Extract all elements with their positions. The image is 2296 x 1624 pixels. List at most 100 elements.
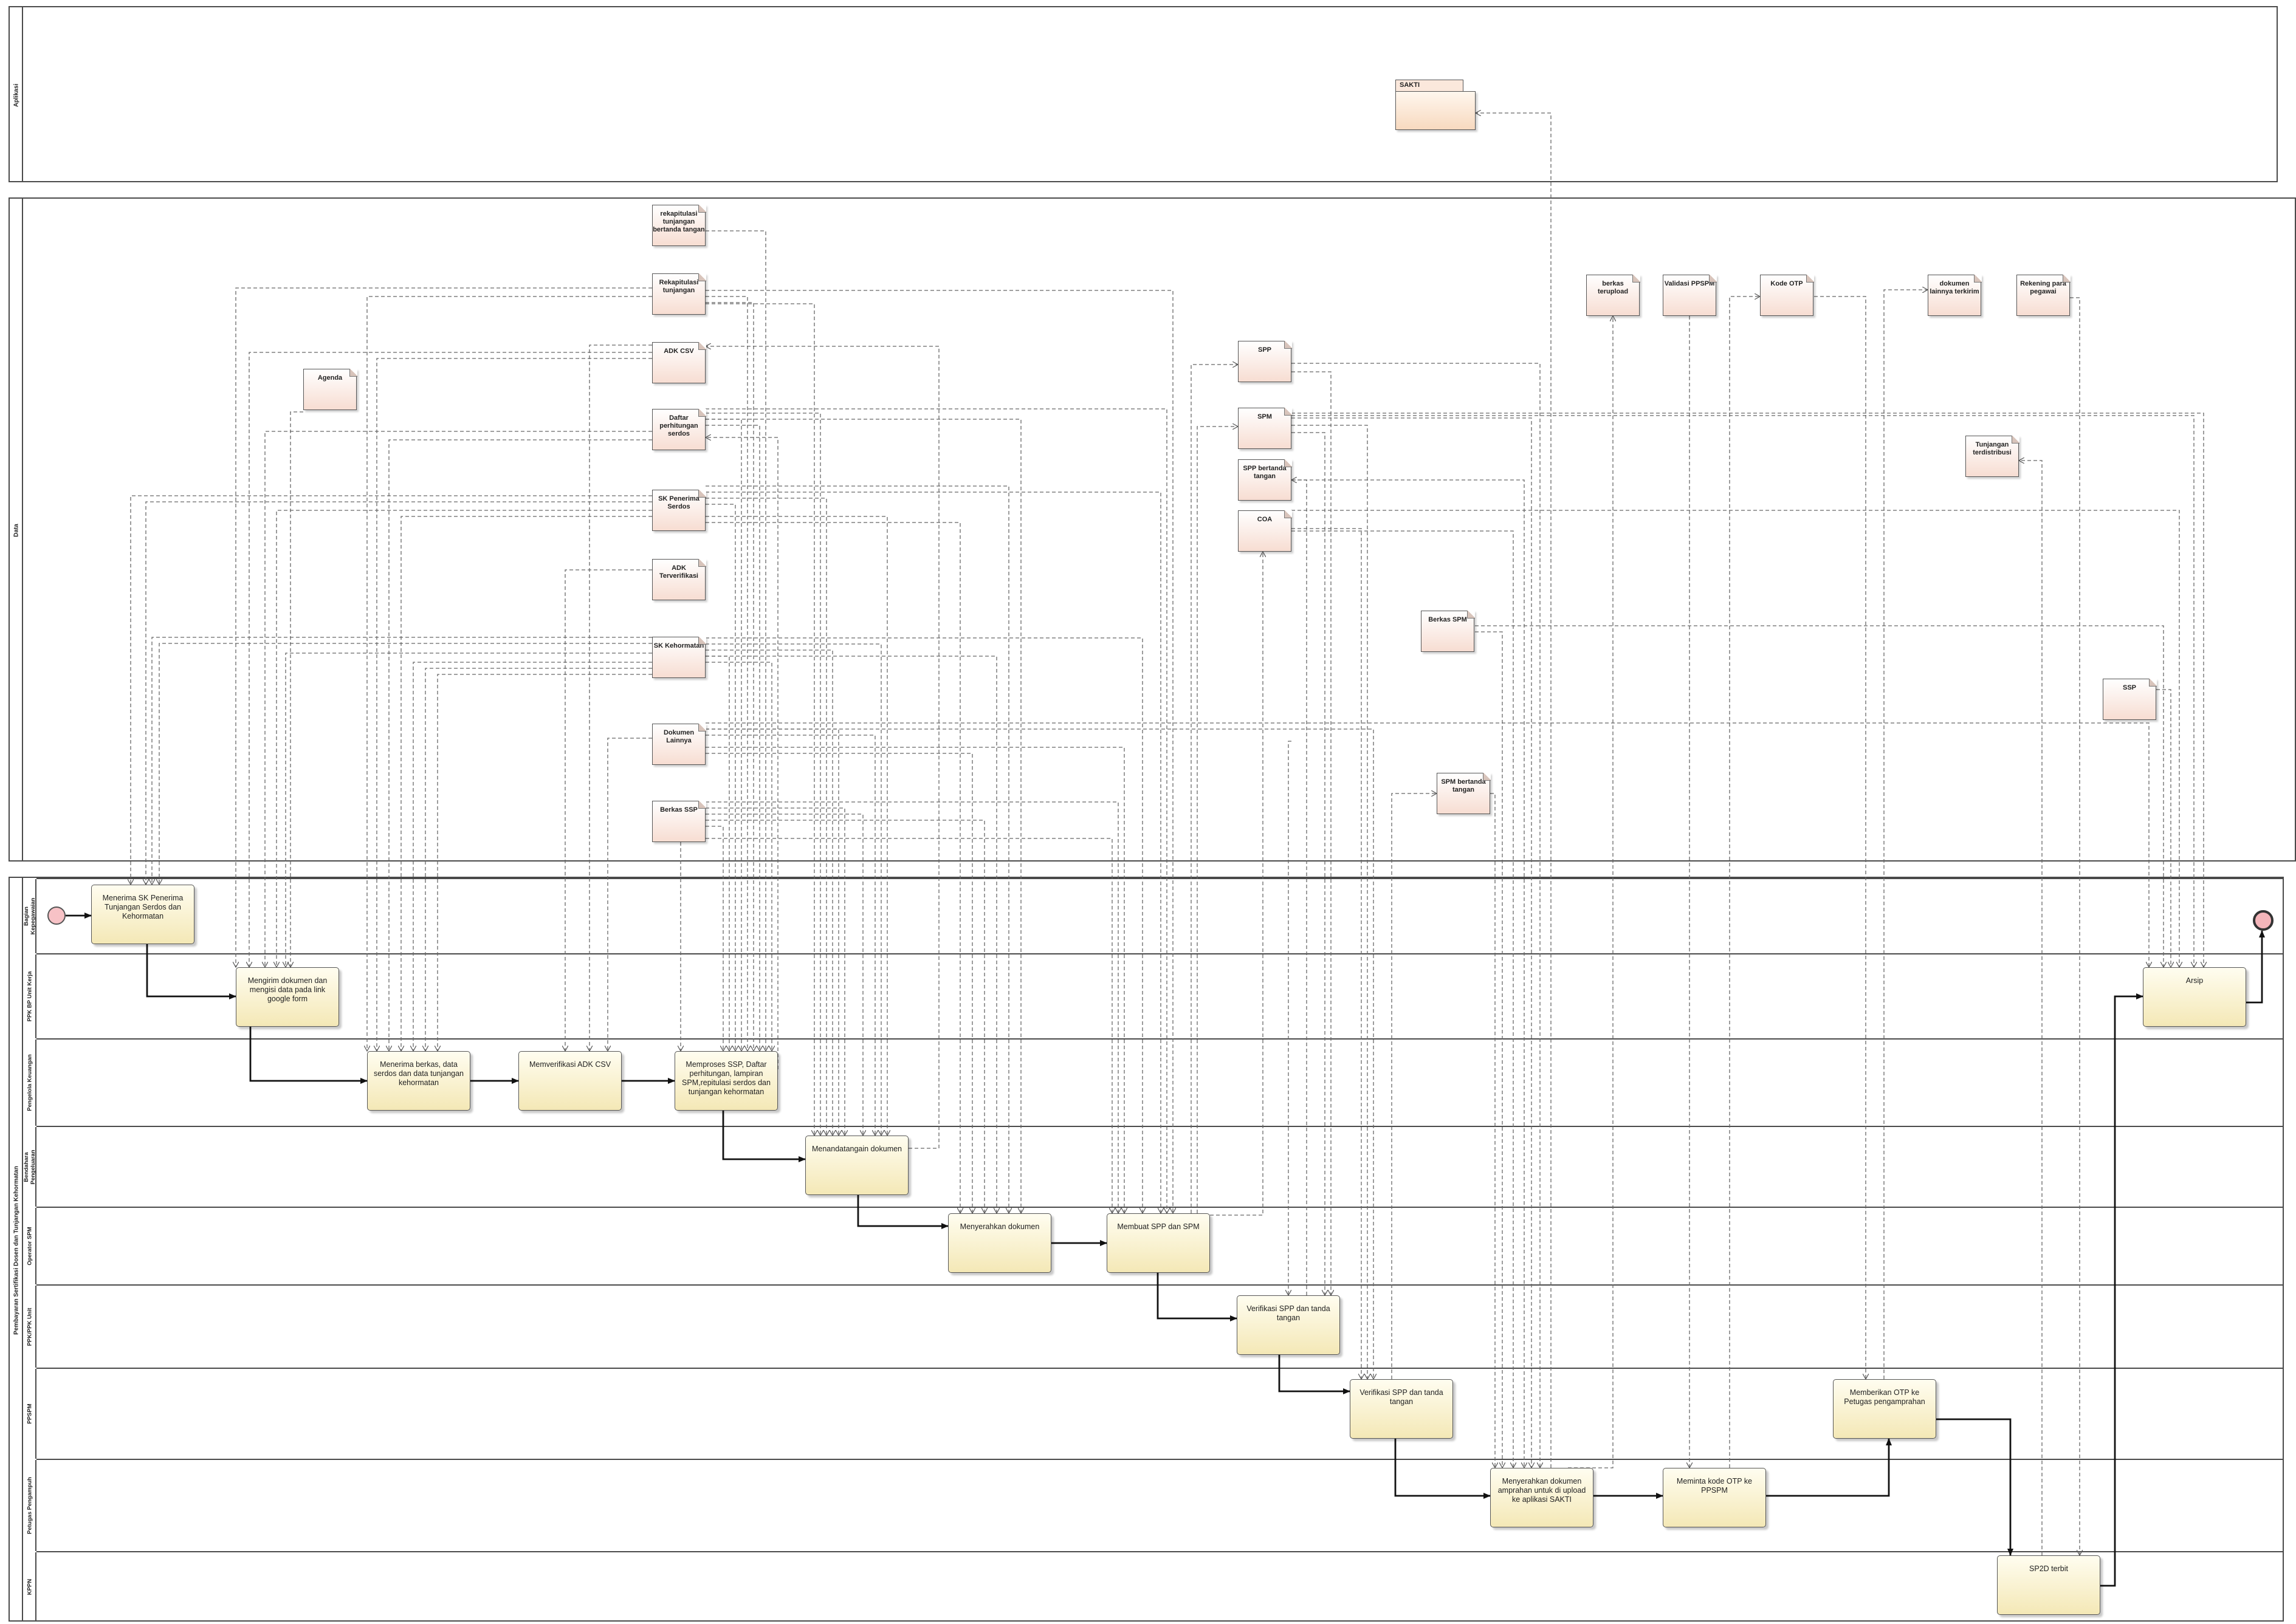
data-association [152, 637, 652, 885]
data-association [706, 425, 760, 1051]
data-association [706, 413, 820, 1136]
data-sk-kehormatan: SK Kehormatan [652, 636, 706, 678]
lane-ppk-bp-unit-kerja: PPK BP Unit Kerja [27, 953, 2283, 1038]
data-association [236, 287, 652, 967]
start-event [47, 906, 66, 925]
data-association [1814, 296, 1866, 1379]
data-association [1191, 365, 1238, 1213]
lane-bagian-kepegawaian: Bagian Kepegawaian [23, 878, 2283, 953]
data-rekap-ttd: rekapitulasi tunjangan bertanda tangan [652, 204, 706, 246]
data-agenda: Agenda [303, 368, 357, 410]
data-rekap: Rekapitulasi tunjangan [652, 273, 706, 315]
data-spp: SPP [1238, 340, 1292, 382]
data-dokumen-lainnya: Dokumen Lainnya [652, 723, 706, 765]
task-sp2d-terbit[interactable]: SP2D terbit [1997, 1555, 2100, 1615]
data-association [1568, 316, 1613, 1468]
data-association [706, 814, 863, 1136]
sequence-flow [1766, 1438, 1892, 1497]
data-association [425, 668, 652, 1051]
data-berkas-terupload: berkas terupload [1586, 274, 1640, 316]
data-association [2156, 689, 2171, 967]
data-association [367, 296, 652, 1051]
data-association [1210, 552, 1263, 1216]
data-association [706, 838, 1112, 1213]
sakti-application [1395, 91, 1476, 130]
task-memverifikasi-adk[interactable]: Memverifikasi ADK CSV [518, 1051, 622, 1111]
task-memproses-ssp[interactable]: Memproses SSP, Daftar perhitungan, lampi… [675, 1051, 778, 1111]
data-association [1291, 363, 1540, 1468]
data-association [706, 820, 985, 1213]
data-tunjangan-terdistribusi: Tunjangan terdistribusi [1965, 435, 2019, 477]
data-association [131, 495, 652, 885]
data-association [2070, 297, 2080, 1555]
task-memberikan-otp[interactable]: Memberikan OTP ke Petugas pengamprahan [1833, 1379, 1936, 1439]
data-association [706, 437, 779, 1069]
data-spm-ttd: SPM bertanda tangan [1437, 772, 1491, 814]
sequence-flow [1936, 1418, 2013, 1556]
pool-aplikasi-header: Aplikasi [10, 7, 23, 181]
data-association [1291, 528, 1361, 1379]
task-upload-sakti[interactable]: Menyerahkan dokumen amprahan untuk di up… [1490, 1468, 1593, 1527]
data-association [706, 419, 741, 1051]
data-association [706, 290, 1173, 1213]
task-arsip[interactable]: Arsip [2143, 967, 2246, 1027]
app-tab [1395, 80, 1463, 92]
data-daftar-perhitungan: Daftar perhitungan serdos [652, 408, 706, 450]
task-membuat-spp-spm[interactable]: Membuat SPP dan SPM [1107, 1213, 1210, 1273]
task-mengirim-dokumen[interactable]: Mengirim dokumen dan mengisi data pada l… [236, 967, 339, 1027]
data-association [706, 656, 729, 1051]
data-association [706, 230, 766, 1051]
task-menyerahkan-dokumen[interactable]: Menyerahkan dokumen [948, 1213, 1051, 1273]
data-sk-serdos: SK Penerima Serdos [652, 489, 706, 531]
data-coa: COA [1238, 510, 1292, 552]
pool-data: Data [9, 197, 2296, 862]
pool-data-header: Data [10, 199, 23, 860]
data-association [706, 504, 735, 1051]
lane-kppn: KPPN [27, 1551, 2283, 1622]
data-association [1291, 432, 1325, 1295]
lane-petugas-pengampuh: Petugas Pengampuh [27, 1459, 2283, 1551]
task-menandatangani[interactable]: Menandatangain dokumen [805, 1136, 909, 1195]
data-berkas-ssp: Berkas SSP [652, 800, 706, 842]
data-association [706, 296, 748, 1051]
task-verifikasi-ppspm[interactable]: Verifikasi SPP dan tanda tangan [1350, 1379, 1453, 1439]
task-meminta-otp[interactable]: Meminta kode OTP ke PPSPM [1663, 1468, 1766, 1527]
data-association [706, 826, 723, 1051]
data-association [706, 303, 814, 1136]
data-association [706, 492, 1161, 1213]
data-dokumen-terkirim: dokumen lainnya terkirim [1928, 274, 1982, 316]
data-association [1475, 631, 1502, 1468]
data-association [389, 439, 652, 1051]
data-association [1291, 371, 1331, 1295]
sequence-flow [1394, 1439, 1491, 1499]
data-rekening-pegawai: Rekening para pegawai [2016, 274, 2071, 316]
data-association [1490, 793, 1495, 1468]
data-berkas-spm: Berkas SPM [1421, 610, 1475, 652]
data-association [706, 516, 887, 1136]
sequence-flow [857, 1195, 949, 1229]
task-menerima-berkas[interactable]: Menerima berkas, data serdos dan data tu… [367, 1051, 470, 1111]
data-association [706, 735, 875, 1136]
data-association [706, 722, 2149, 967]
data-association [265, 431, 652, 967]
data-association [1291, 413, 2204, 967]
data-association [290, 411, 303, 967]
data-association [377, 358, 652, 1051]
data-association [159, 643, 652, 885]
lane-bendahara-pengeluaran: Bendahara Pengeluaran [23, 1126, 2283, 1207]
data-association [589, 344, 652, 1051]
data-association [1291, 530, 1513, 1468]
data-association [413, 662, 652, 1051]
sequence-flow [146, 944, 236, 999]
data-association [706, 637, 1143, 1213]
sequence-flow [2246, 930, 2265, 1004]
data-association [706, 728, 1373, 1379]
task-verifikasi-ppk[interactable]: Verifikasi SPP dan tanda tangan [1237, 1295, 1340, 1355]
data-association [706, 662, 772, 1051]
data-association [706, 753, 972, 1213]
task-menerima-sk[interactable]: Menerima SK Penerima Tunjangan Serdos da… [91, 885, 194, 944]
data-association [706, 656, 997, 1213]
sequence-flow [249, 1027, 368, 1084]
data-association [706, 408, 1167, 1213]
